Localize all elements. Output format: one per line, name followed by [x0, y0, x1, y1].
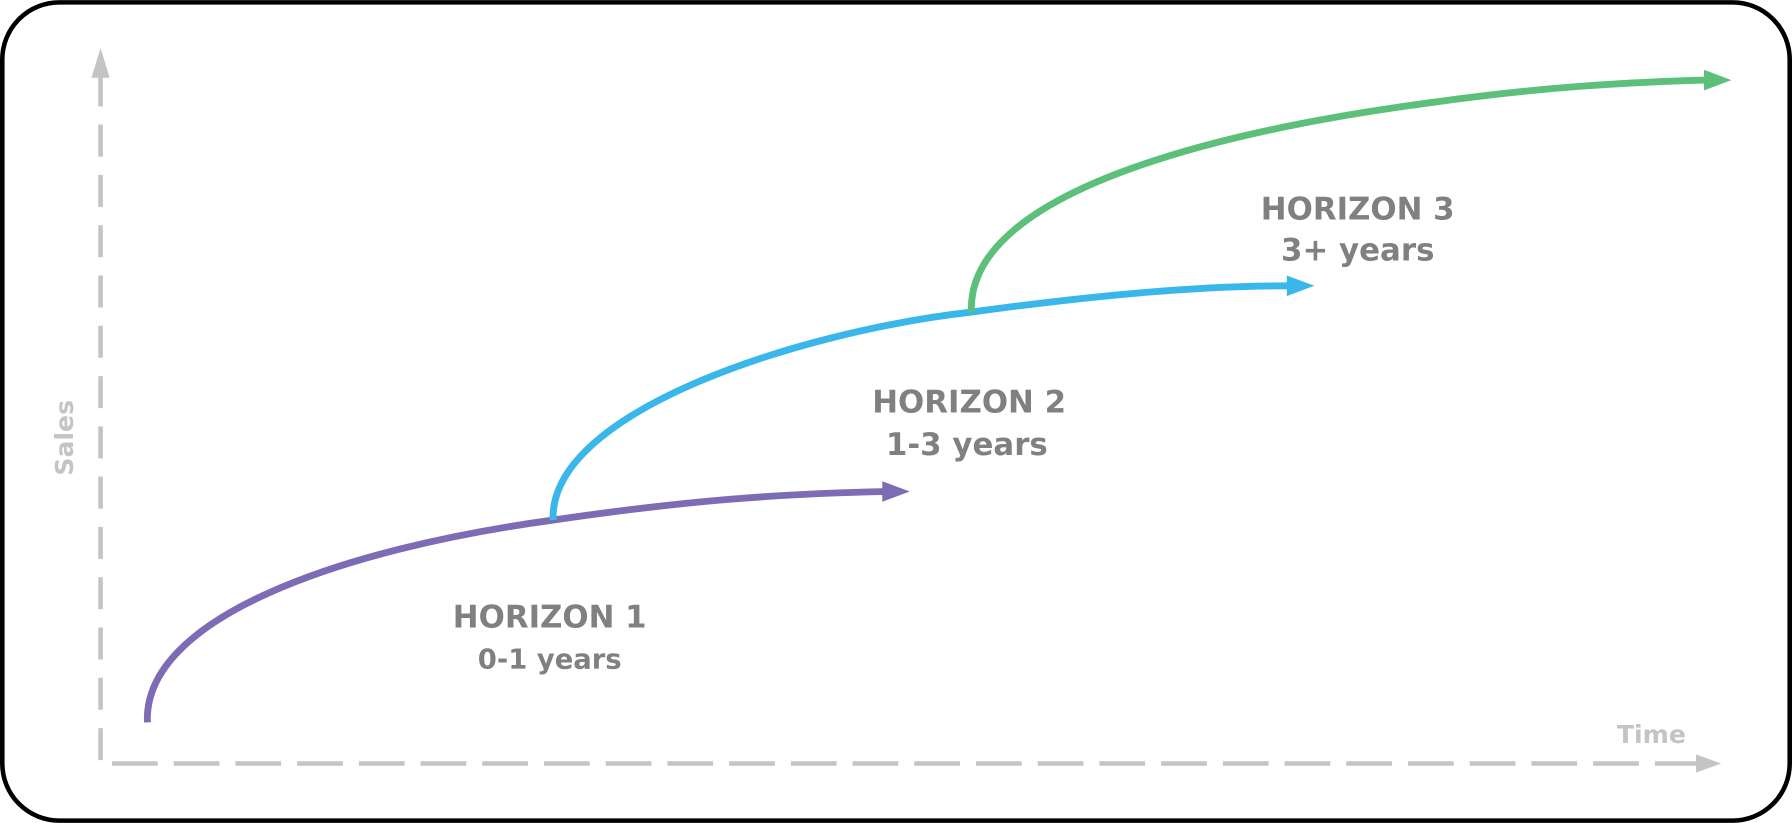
horizon-3-subtitle: 3+ years: [1281, 233, 1434, 269]
horizon-1-title: HORIZON 1: [453, 600, 647, 636]
horizon-3-arrow-icon: [1704, 69, 1732, 91]
horizon-3-curve: [967, 76, 1707, 313]
y-axis-label: Sales: [50, 400, 79, 476]
y-axis-arrow-icon: [91, 48, 110, 78]
horizon-1-subtitle: 0-1 years: [478, 645, 622, 676]
horizon-2-title: HORIZON 2: [872, 385, 1066, 421]
horizon-3-title: HORIZON 3: [1261, 192, 1455, 228]
x-axis-label: Time: [1617, 720, 1686, 749]
horizon-1-curve: [143, 488, 886, 723]
x-axis-arrow-icon: [1696, 754, 1722, 773]
horizon-2-subtitle: 1-3 years: [886, 427, 1048, 463]
horizon-2-curve: [549, 282, 1290, 521]
horizon-2-arrow-icon: [1286, 275, 1315, 297]
horizon-1-arrow-icon: [882, 481, 910, 502]
